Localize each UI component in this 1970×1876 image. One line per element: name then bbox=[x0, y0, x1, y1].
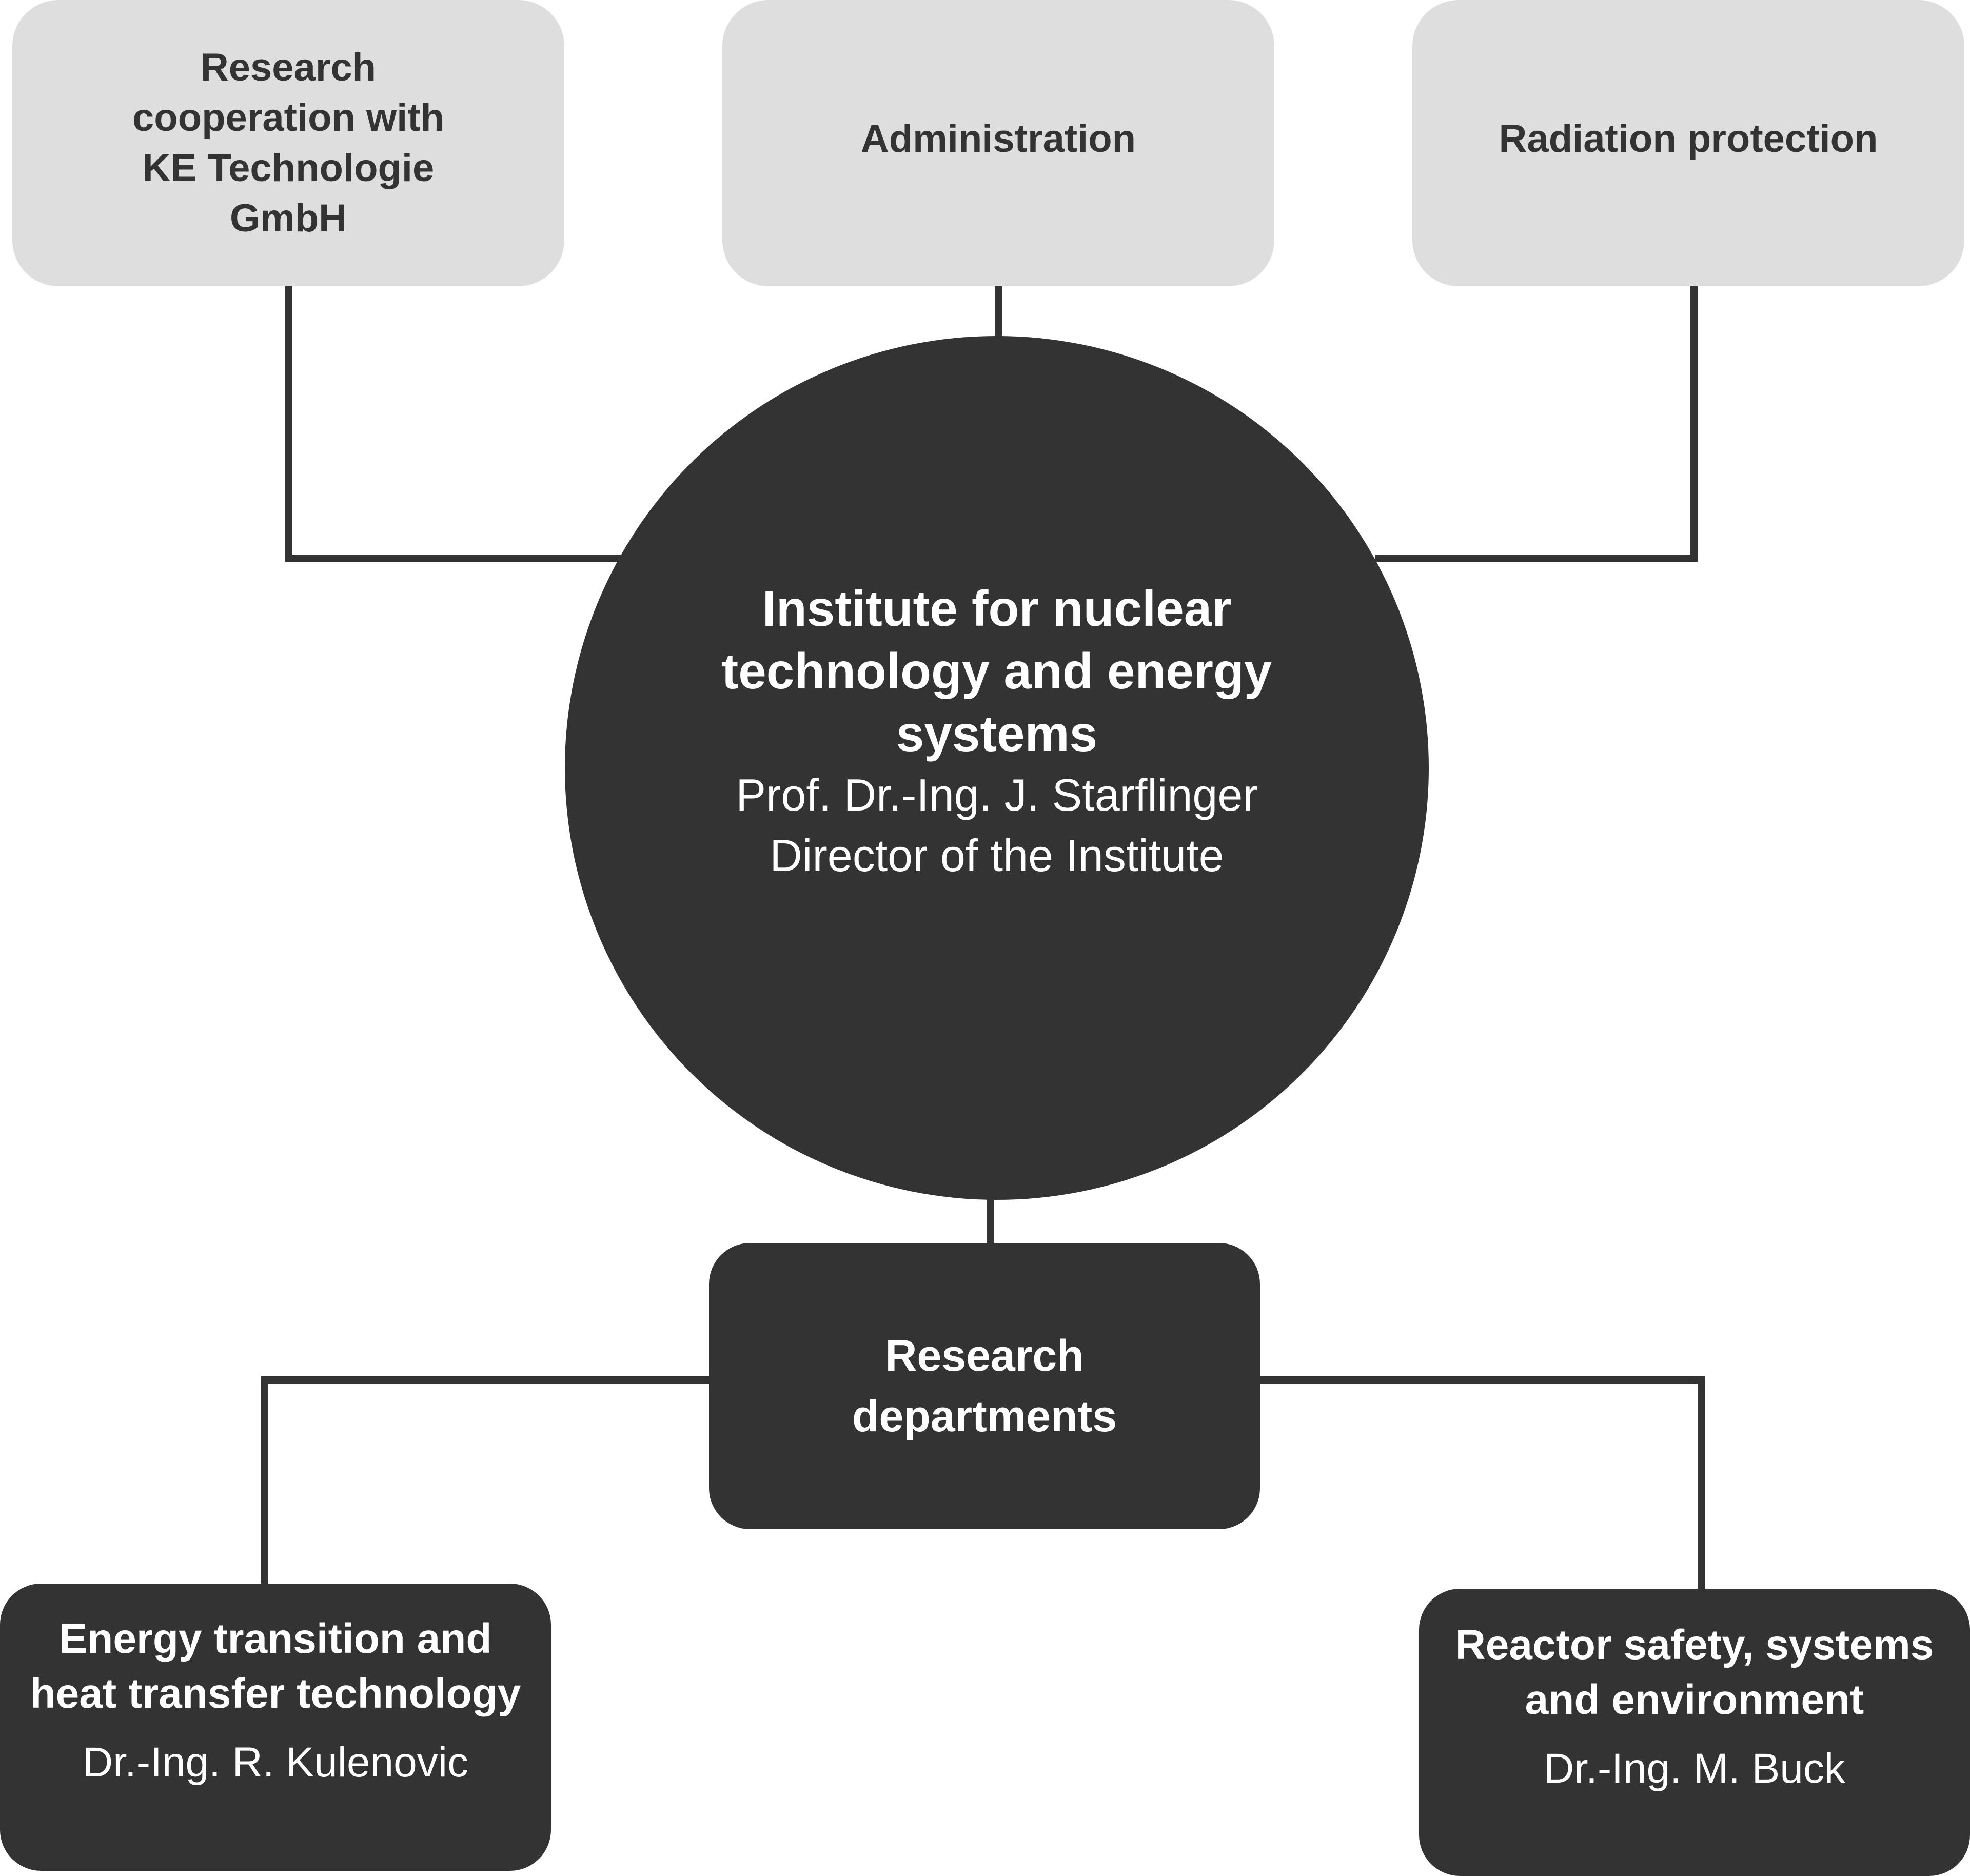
research-departments-box: Research departments bbox=[709, 1243, 1260, 1529]
energy-transition-title-line-2: heat transfer technology bbox=[30, 1670, 521, 1717]
research-departments-line-2: departments bbox=[852, 1392, 1117, 1441]
radiation-protection-box: Radiation protection bbox=[1412, 0, 1964, 286]
administration-box: Administration bbox=[722, 0, 1274, 286]
connector-energy-transition bbox=[261, 1376, 711, 1588]
institute-title-line-1: Institute for nuclear bbox=[762, 580, 1232, 637]
institute-title-line-3: systems bbox=[896, 705, 1098, 762]
reactor-safety-head: Dr.-Ing. M. Buck bbox=[1544, 1745, 1845, 1792]
research-cooperation-line-4: GmbH bbox=[230, 196, 347, 240]
connector-research-cooperation bbox=[285, 285, 626, 562]
connector-reactor-safety bbox=[1258, 1376, 1705, 1590]
energy-transition-box: Energy transition and heat transfer tech… bbox=[0, 1584, 551, 1871]
energy-transition-title-line-1: Energy transition and bbox=[59, 1615, 492, 1662]
research-cooperation-line-1: Research bbox=[200, 46, 377, 89]
radiation-protection-label: Radiation protection bbox=[1499, 117, 1878, 161]
institute-director-name: Prof. Dr.-Ing. J. Starflinger bbox=[736, 769, 1258, 820]
energy-transition-head: Dr.-Ing. R. Kulenovic bbox=[83, 1739, 468, 1786]
research-cooperation-line-2: cooperation with bbox=[132, 96, 444, 140]
reactor-safety-title-line-1: Reactor safety, systems bbox=[1455, 1622, 1934, 1668]
research-cooperation-line-3: KE Technologie bbox=[142, 146, 435, 190]
research-departments-line-1: Research bbox=[885, 1331, 1084, 1380]
institute-title-line-2: technology and energy bbox=[721, 643, 1272, 699]
reactor-safety-box: Reactor safety, systems and environment … bbox=[1419, 1589, 1970, 1876]
institute-director-role: Director of the Institute bbox=[770, 830, 1224, 881]
institute-circle: Institute for nuclear technology and ene… bbox=[565, 336, 1429, 1200]
reactor-safety-title-line-2: and environment bbox=[1525, 1676, 1864, 1723]
research-cooperation-box: Research cooperation with KE Technologie… bbox=[12, 0, 564, 286]
administration-label: Administration bbox=[860, 117, 1136, 161]
connector-radiation-protection bbox=[1375, 285, 1698, 562]
